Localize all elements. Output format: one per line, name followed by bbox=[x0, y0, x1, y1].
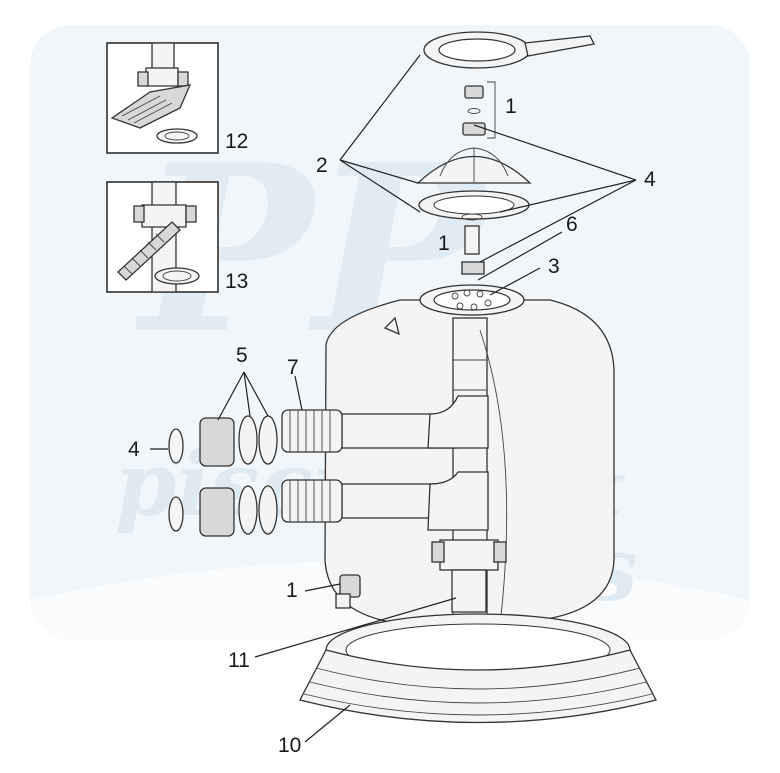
upper-port-pipe bbox=[341, 395, 489, 449]
callout-4-right: 4 bbox=[644, 168, 656, 191]
callout-1-middle: 1 bbox=[438, 232, 450, 255]
filter-tank bbox=[324, 284, 615, 626]
callout-7: 7 bbox=[287, 356, 299, 379]
callout-5: 5 bbox=[236, 344, 248, 367]
threaded-union-upper bbox=[281, 409, 343, 453]
callout-3: 3 bbox=[548, 255, 560, 278]
center-tube-parts bbox=[461, 213, 485, 275]
small-o-rings bbox=[168, 428, 184, 532]
inset-part-12 bbox=[106, 42, 219, 154]
top-nut-assembly bbox=[462, 81, 496, 139]
filter-key-wrench bbox=[423, 31, 595, 69]
top-neck-holes bbox=[451, 289, 492, 311]
threaded-union-lower bbox=[281, 479, 343, 523]
callout-13: 13 bbox=[225, 270, 248, 293]
inset-part-13 bbox=[106, 181, 219, 293]
union-nuts bbox=[199, 417, 235, 537]
seal-rings bbox=[238, 415, 278, 535]
callout-2: 2 bbox=[316, 154, 328, 177]
filter-base bbox=[299, 613, 657, 724]
lower-port-pipe bbox=[341, 471, 489, 531]
callout-11: 11 bbox=[228, 649, 250, 672]
leader-lines bbox=[150, 54, 637, 743]
callout-6: 6 bbox=[566, 213, 578, 236]
callout-numbers: 1 1 1 2 3 4 4 5 6 7 10 11 12 13 bbox=[128, 95, 656, 757]
callout-4-left: 4 bbox=[128, 438, 140, 461]
callout-1-drain: 1 bbox=[286, 579, 298, 602]
lateral-collector bbox=[431, 539, 507, 613]
drain-plug bbox=[335, 574, 361, 609]
callout-12: 12 bbox=[225, 130, 248, 153]
callout-1-top: 1 bbox=[505, 95, 517, 118]
callout-10: 10 bbox=[278, 734, 301, 757]
